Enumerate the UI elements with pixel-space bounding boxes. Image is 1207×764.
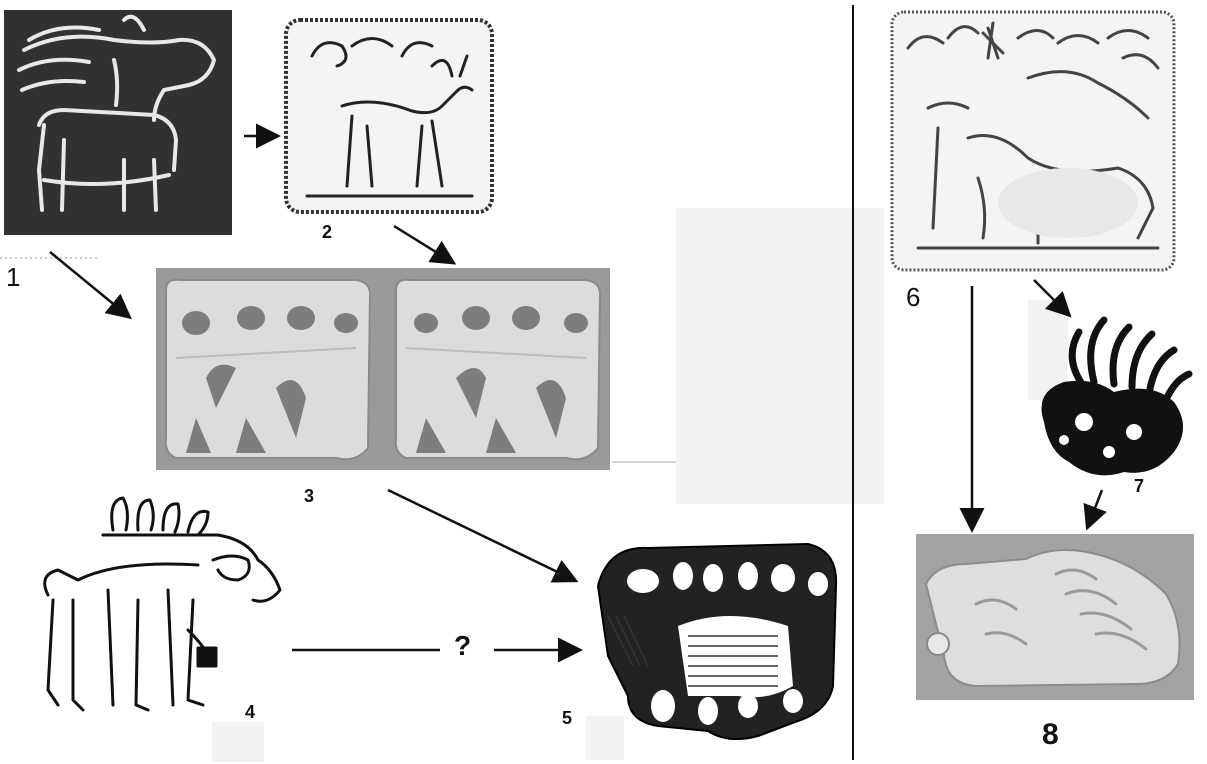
figure-6-rubbing <box>888 8 1178 274</box>
figure-1-label: 1 <box>6 262 20 293</box>
figure-4-drawing <box>18 490 290 726</box>
paired-animal-buckles-icon <box>156 268 610 470</box>
figure-3-photo <box>156 268 610 470</box>
figure-1-plate <box>4 10 232 235</box>
arrow-1-to-3 <box>50 252 128 316</box>
arrow-3-to-5 <box>388 490 574 580</box>
antlered-head-icon <box>1024 312 1194 492</box>
arrow-7-to-8 <box>1088 490 1102 526</box>
figure-4-label: 4 <box>245 702 255 723</box>
figure-2-label: 2 <box>322 222 332 243</box>
figure-5-drawing <box>588 536 844 744</box>
figure-5-label: 5 <box>562 708 572 729</box>
figure-8-photo <box>916 534 1194 700</box>
openwork-animal-plaque-icon <box>588 536 844 744</box>
figure-2-stag-plaque <box>282 16 496 216</box>
figure-6-label: 6 <box>906 282 920 313</box>
deer-rubbing-icon <box>888 8 1178 274</box>
figure-3-label: 3 <box>304 486 314 507</box>
horse-with-bird-icon <box>4 10 232 235</box>
figure-7-label: 7 <box>1134 476 1144 497</box>
arrow-2-to-3 <box>394 226 452 262</box>
question-mark: ? <box>454 630 471 662</box>
stag-plaque-icon <box>282 16 496 216</box>
figure-8-label: 8 <box>1042 718 1059 752</box>
figure-7-head <box>1024 312 1194 492</box>
silver-deer-plaque-icon <box>916 534 1194 700</box>
horned-animal-drawing-icon <box>18 490 290 726</box>
background-patch <box>212 722 264 762</box>
background-patch <box>676 208 884 504</box>
